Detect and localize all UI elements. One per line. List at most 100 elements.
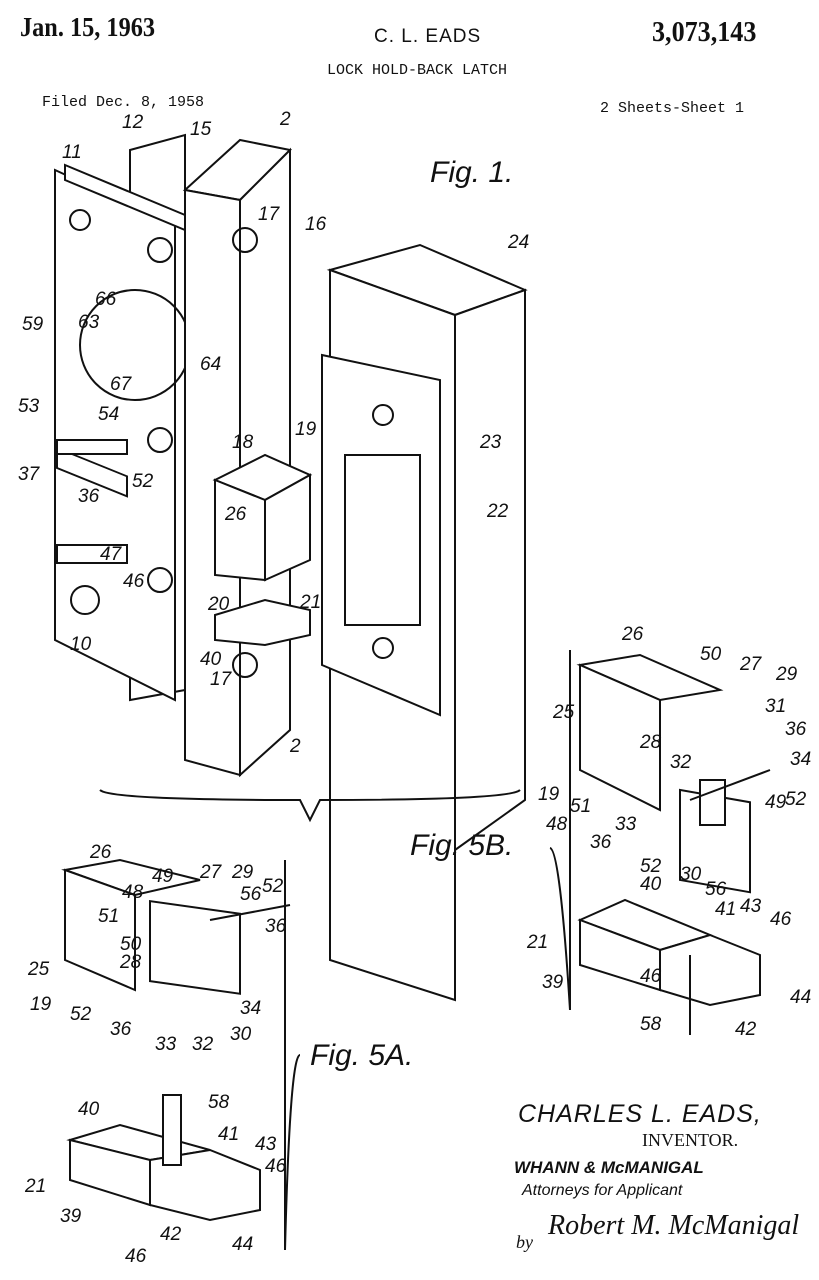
fig5b-reference-numeral: 43 [740,896,762,917]
fig5a-reference-numeral: 33 [155,1034,177,1055]
fig1-reference-numeral: 67 [110,374,133,395]
fig5b-reference-numeral: 31 [765,696,786,717]
fig1-reference-numeral: 59 [22,314,44,335]
fig5a-reference-numeral: 26 [89,842,112,863]
fig1-reference-numeral: 16 [305,214,327,235]
fig5a-reference-numeral: 49 [152,866,174,887]
attorney-signature: Robert M. McManigal [548,1210,800,1241]
fig5a-reference-numeral: 42 [160,1224,182,1245]
fig5a-reference-numeral: 46 [265,1156,287,1177]
fig5a-reference-numeral: 27 [199,862,223,883]
fig5b-reference-numeral: 48 [546,814,568,835]
fig1-reference-numeral: 12 [122,112,144,133]
fig5a-reference-numeral: 40 [78,1099,100,1120]
fig5b-reference-numeral: 40 [640,874,662,895]
fig1-reference-numeral: 2 [289,736,301,757]
fig5a-reference-numeral: 41 [218,1124,239,1145]
fig5b-reference-numeral: 44 [790,987,811,1008]
fig5b-reference-numeral: 36 [785,719,807,740]
fig5b-reference-numeral: 42 [735,1019,757,1040]
fig5a-reference-numeral: 25 [27,959,50,980]
fig5b-reference-numeral: 41 [715,899,736,920]
fig1-reference-numeral: 36 [78,486,100,507]
fig5b-reference-numeral: 51 [570,796,591,817]
fig5a-latch-assembly [61,858,301,1251]
fig1-reference-numeral: 66 [95,289,117,310]
fig1-reference-numeral: 21 [299,592,321,613]
fig5a-reference-numeral: 56 [240,884,262,905]
fig1-reference-numeral: 52 [132,471,154,492]
fig5b-reference-numeral: 34 [790,749,811,770]
fig5a-reference-numeral: 34 [240,998,261,1019]
fig1-reference-numeral: 17 [210,669,233,690]
fig5a-reference-numeral: 29 [231,862,254,883]
patent-number: 3,073,143 [652,16,757,48]
fig1-reference-numeral: 26 [224,504,247,525]
fig1-brace [99,789,521,823]
fig5b-reference-numeral: 28 [639,732,662,753]
fig1-reference-numeral: 20 [207,594,230,615]
filed-date: Filed Dec. 8, 1958 [42,94,205,111]
fig5b-reference-numeral: 32 [670,752,692,773]
fig5b-reference-numeral: 52 [785,789,807,810]
fig1-reference-numeral: 15 [190,119,212,140]
fig1-reference-numeral: 64 [200,354,221,375]
fig5a-reference-numeral: 58 [208,1092,230,1113]
fig5b-latch-assembly [549,650,771,1035]
fig5a-reference-numeral: 52 [262,876,284,897]
fig5b-reference-numeral: 58 [640,1014,662,1035]
fig5b-reference-numeral: 19 [538,784,560,805]
fig1-reference-numeral: 23 [479,432,502,453]
fig5b-reference-numeral: 26 [621,624,644,645]
fig5b-reference-numeral: 46 [640,966,662,987]
inventor-label: INVENTOR. [642,1130,739,1150]
fig1-faceplate [182,138,293,778]
fig5b-reference-numeral: 33 [615,814,637,835]
fig5b-reference-numeral: 30 [680,864,702,885]
fig5a-reference-numeral: 44 [232,1234,253,1255]
fig5b-caption: Fig. 5B. [410,829,513,862]
fig1-reference-numeral: 54 [98,404,119,425]
fig5a-reference-numeral: 39 [60,1206,82,1227]
fig5b-reference-numeral: 49 [765,792,787,813]
fig5a-reference-numeral: 36 [265,916,287,937]
fig5a-reference-numeral: 30 [230,1024,252,1045]
fig5b-reference-numeral: 56 [705,879,727,900]
fig1-reference-numeral: 47 [100,544,123,565]
fig5b-reference-numeral: 39 [542,972,564,993]
fig1-reference-numeral: 17 [258,204,281,225]
fig5a-reference-numeral: 52 [70,1004,92,1025]
sheet-count: 2 Sheets-Sheet 1 [600,100,745,117]
law-firm: WHANN & McMANIGAL [514,1158,704,1177]
fig1-reference-numeral: 2 [279,109,291,130]
fig1-reference-numeral: 63 [78,312,100,333]
fig5a-reference-numeral: 51 [98,906,119,927]
fig1-reference-numeral: 10 [70,634,92,655]
fig1-caption: Fig. 1. [430,156,513,189]
fig5b-reference-numeral: 29 [775,664,798,685]
fig5a-reference-numeral: 36 [110,1019,132,1040]
fig1-reference-numeral: 19 [295,419,317,440]
fig1-door-jamb [321,243,528,1002]
fig1-reference-numeral: 24 [507,232,529,253]
fig5a-reference-numeral: 48 [122,882,144,903]
fig5b-reference-numeral: 46 [770,909,792,930]
fig5a-reference-numeral: 32 [192,1034,214,1055]
fig5a-reference-numeral: 21 [24,1176,46,1197]
fig1-latch-bolt [212,453,313,647]
inventor-short: C. L. EADS [374,26,482,47]
fig5b-reference-numeral: 27 [739,654,763,675]
fig5a-reference-numeral: 19 [30,994,52,1015]
fig5b-reference-numeral: 25 [552,702,575,723]
fig5a-reference-numeral: 50 [120,934,142,955]
fig5a-caption: Fig. 5A. [310,1039,413,1072]
fig1-reference-numeral: 22 [486,501,509,522]
fig1-reference-numeral: 40 [200,649,222,670]
fig5b-reference-numeral: 21 [526,932,548,953]
fig5b-reference-numeral: 36 [590,832,612,853]
attorneys-label: Attorneys for Applicant [522,1182,683,1199]
fig5a-reference-numeral: 28 [119,952,142,973]
fig5a-reference-numeral: 43 [255,1134,277,1155]
fig5a-reference-numeral: 46 [125,1246,147,1267]
